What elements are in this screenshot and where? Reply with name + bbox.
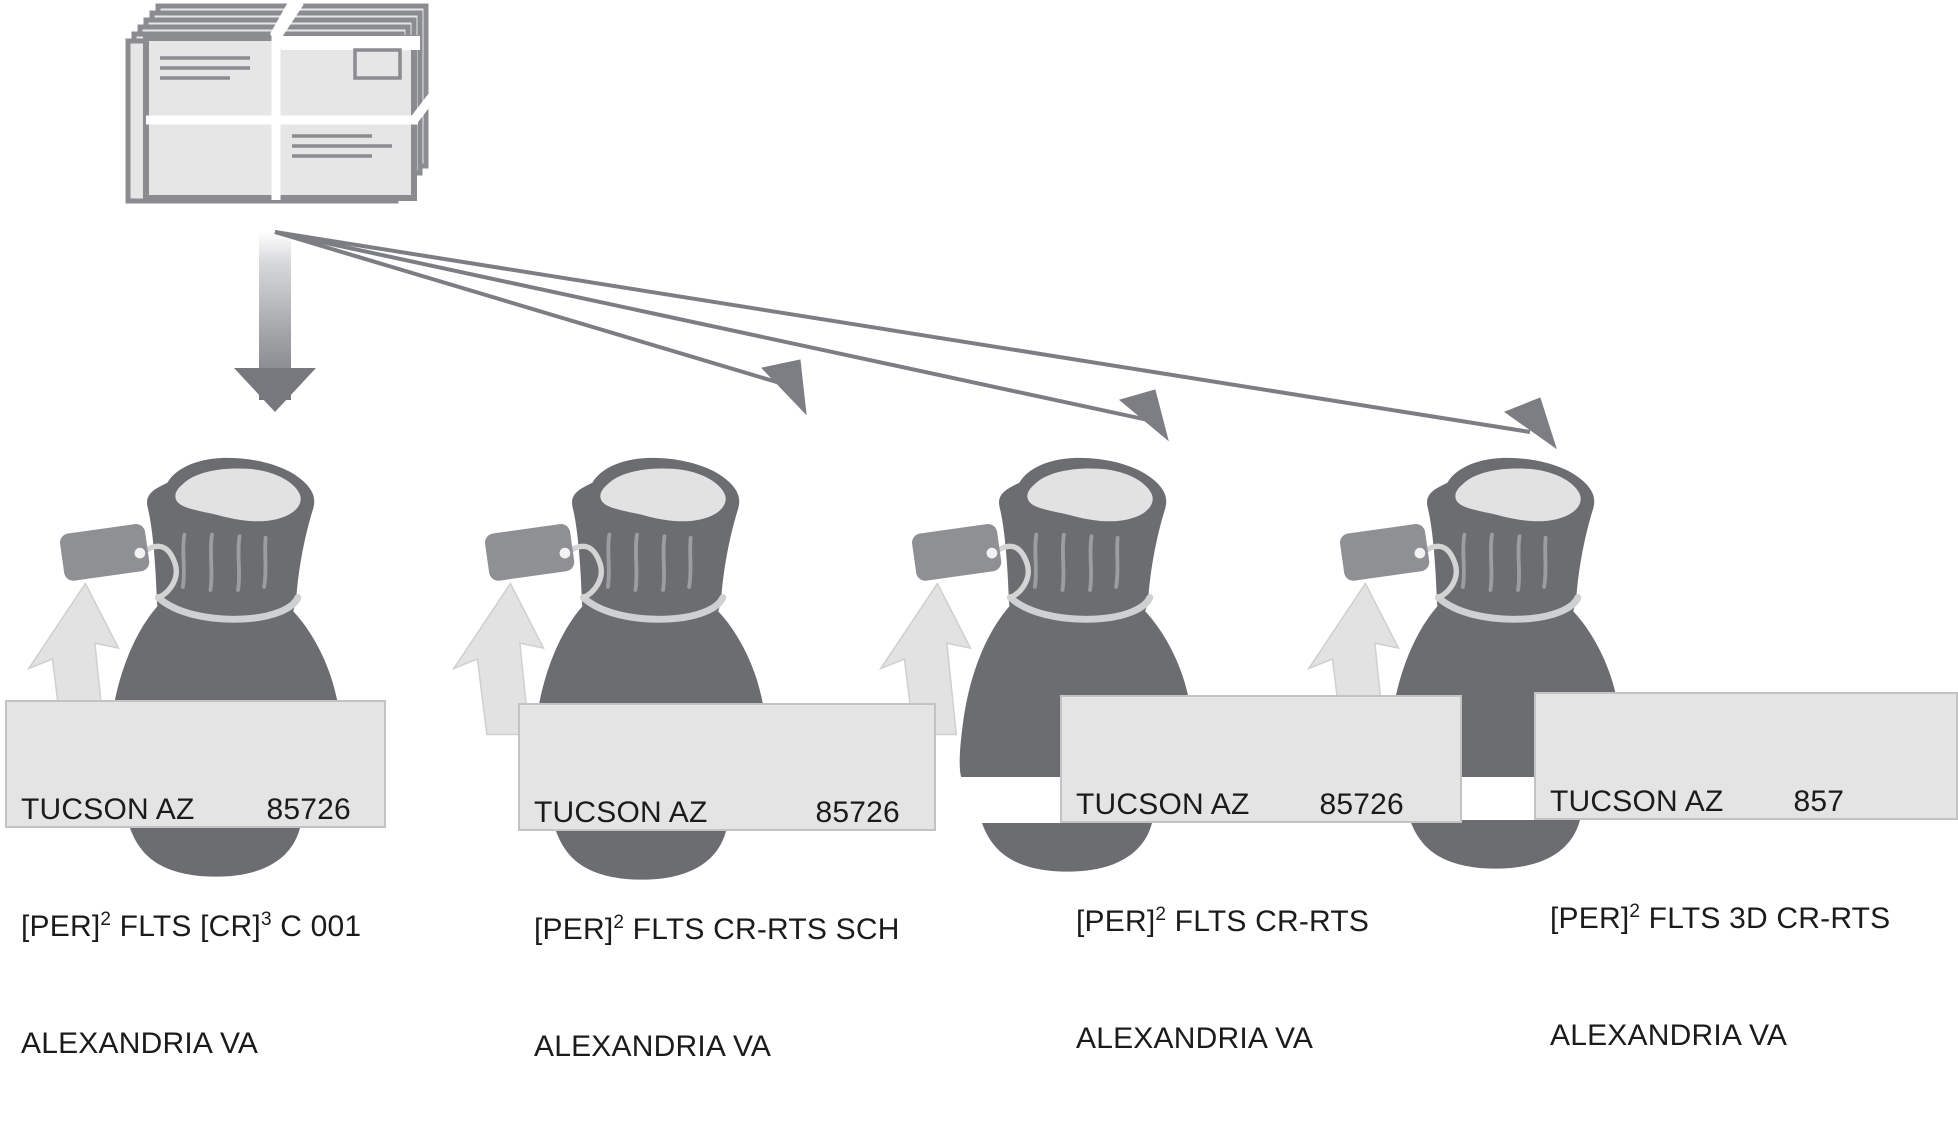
diagram-artwork (28, 0, 1958, 880)
sack-bottoms (130, 820, 1580, 880)
label-4-line-3: ALEXANDRIA VA (1550, 1019, 1788, 1052)
envelope-address-lines-2 (292, 134, 392, 158)
envelope-address-lines-1 (160, 56, 250, 80)
arrow-down-to-sack-1 (234, 232, 316, 412)
mail-stack (125, 0, 444, 204)
arrow-diagonal-to-sack-4 (274, 230, 1557, 450)
arrow-diagonal-to-sack-3 (274, 230, 1169, 442)
label-3-line-2: [PER]2 FLTS CR-RTS (1076, 904, 1370, 938)
label-1-line-3: ALEXANDRIA VA (21, 1027, 259, 1060)
arrow-diagonal-to-sack-2 (274, 230, 807, 416)
label-3-line-3: ALEXANDRIA VA (1076, 1022, 1314, 1055)
label-4-line-2: [PER]2 FLTS 3D CR-RTS (1550, 901, 1891, 935)
label-1-line-2: [PER]2 FLTS [CR]3 C 001 (21, 909, 362, 943)
label-2-line-2: [PER]2 FLTS CR-RTS SCH (534, 912, 900, 946)
label-2-line-3: ALEXANDRIA VA (534, 1030, 772, 1063)
envelope-stamp-box (353, 48, 402, 80)
